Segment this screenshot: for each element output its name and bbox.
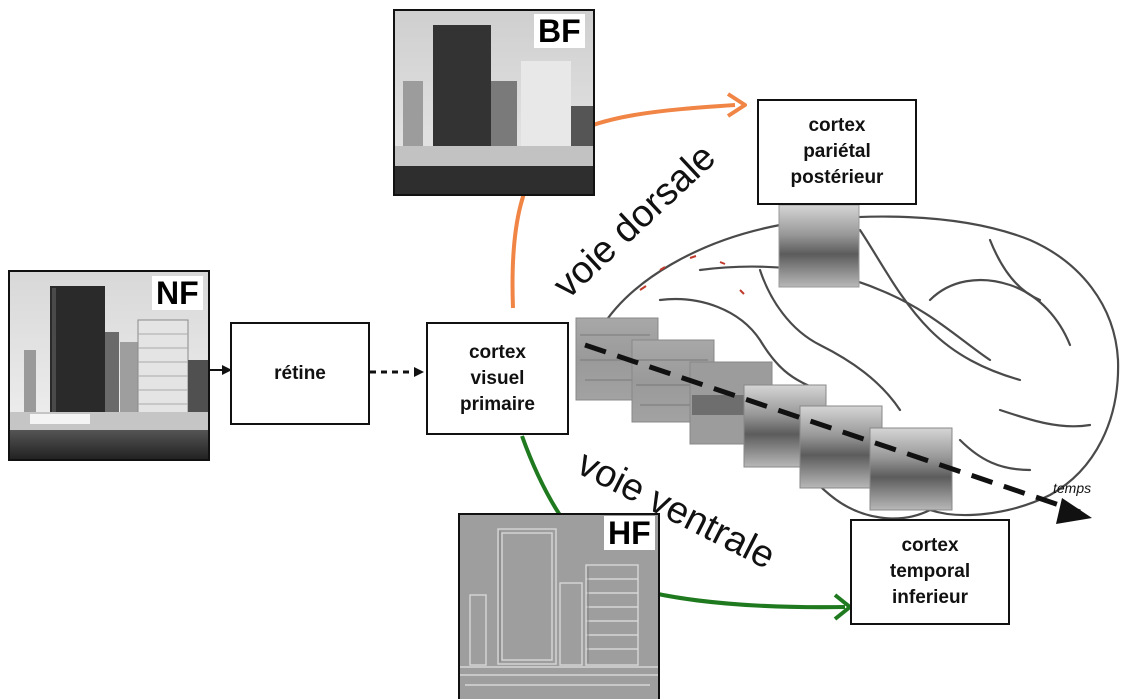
bf-label: BF bbox=[534, 14, 585, 48]
hf-label: HF bbox=[604, 516, 655, 550]
posterior-parietal-cortex-box: cortex pariétal postérieur bbox=[757, 99, 917, 205]
bf-image bbox=[393, 9, 595, 196]
retine-box: rétine bbox=[230, 322, 370, 425]
image-sequence bbox=[575, 317, 953, 511]
sequence-frame-6 bbox=[869, 427, 953, 511]
time-arrowhead bbox=[1056, 498, 1092, 524]
inferior-temporal-cortex-box: cortex temporal inferieur bbox=[850, 519, 1010, 625]
time-arrow bbox=[584, 342, 1081, 515]
brain-red-marks bbox=[639, 255, 745, 295]
nf-label: NF bbox=[152, 276, 203, 310]
primary-visual-cortex-box: cortex visuel primaire bbox=[426, 322, 569, 435]
time-label: temps bbox=[1053, 480, 1092, 496]
parietal-blur-patch bbox=[778, 204, 860, 288]
dorsal-arrowhead bbox=[726, 92, 747, 118]
